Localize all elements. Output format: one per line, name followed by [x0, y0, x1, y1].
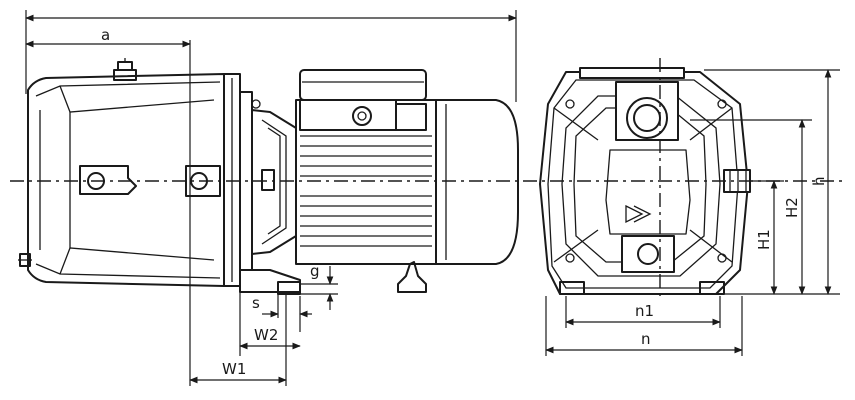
front-view: [539, 67, 751, 295]
dim-label-h: h: [810, 176, 828, 186]
dim-label-s: s: [252, 294, 260, 312]
dim-label-n: n: [641, 330, 651, 348]
dim-label-w1: W1: [222, 360, 246, 378]
dim-label-a: a: [101, 26, 110, 44]
dim-label-w2: W2: [254, 326, 278, 344]
dim-label-g: g: [310, 262, 320, 280]
motor-fins: [300, 135, 432, 247]
dimension-lines: [25, 10, 840, 386]
dim-label-n1: n1: [635, 302, 654, 320]
dim-label-h2: H2: [783, 197, 801, 218]
side-view: [18, 58, 519, 295]
dim-label-h1: H1: [755, 229, 773, 250]
